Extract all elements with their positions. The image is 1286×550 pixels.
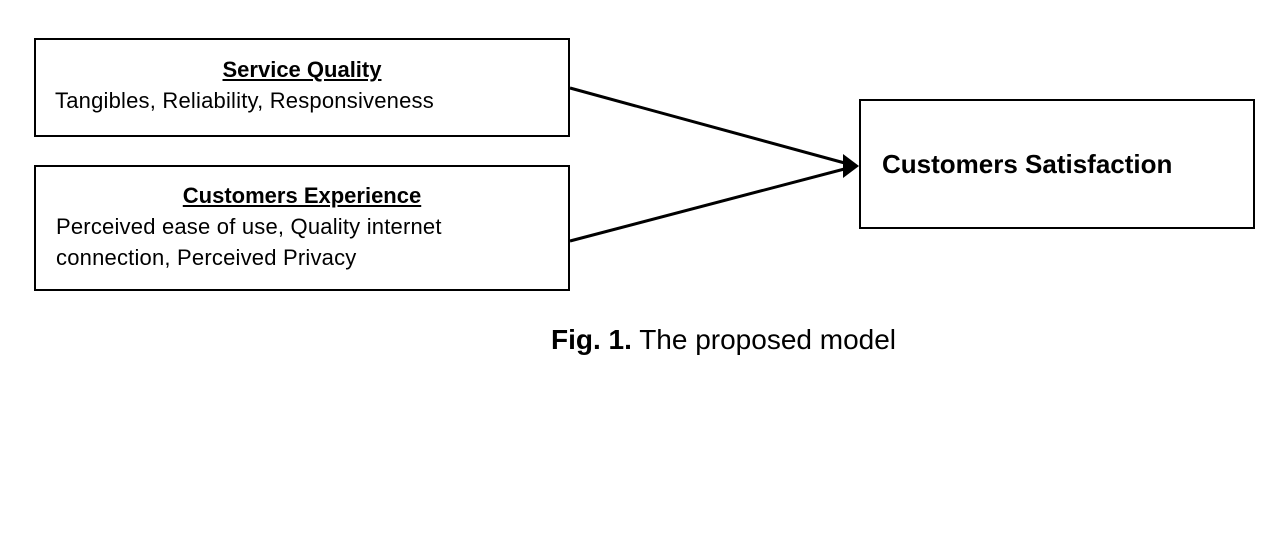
arrow-customers-experience-to-satisfaction	[569, 165, 853, 243]
arrowhead-icon	[843, 154, 859, 178]
node-customers-satisfaction-title: Customers Satisfaction	[882, 148, 1173, 179]
node-customers-experience-title: Customers Experience	[182, 183, 422, 208]
node-service-quality-body: Tangibles, Reliability, Responsiveness	[55, 88, 434, 113]
figure-caption: Fig. 1. The proposed model	[551, 324, 896, 356]
node-customers-experience-body: Perceived ease of use, Quality internet …	[56, 214, 442, 270]
node-service-quality-title: Service Quality	[222, 57, 382, 82]
node-service-quality: Service Quality Tangibles, Reliability, …	[34, 38, 570, 137]
figure-number: Fig. 1.	[551, 324, 632, 355]
figure-caption-text: The proposed model	[639, 324, 897, 355]
node-customers-satisfaction: Customers Satisfaction	[859, 99, 1255, 229]
arrow-service-quality-to-satisfaction	[569, 86, 853, 167]
node-customers-experience: Customers Experience Perceived ease of u…	[34, 165, 570, 291]
